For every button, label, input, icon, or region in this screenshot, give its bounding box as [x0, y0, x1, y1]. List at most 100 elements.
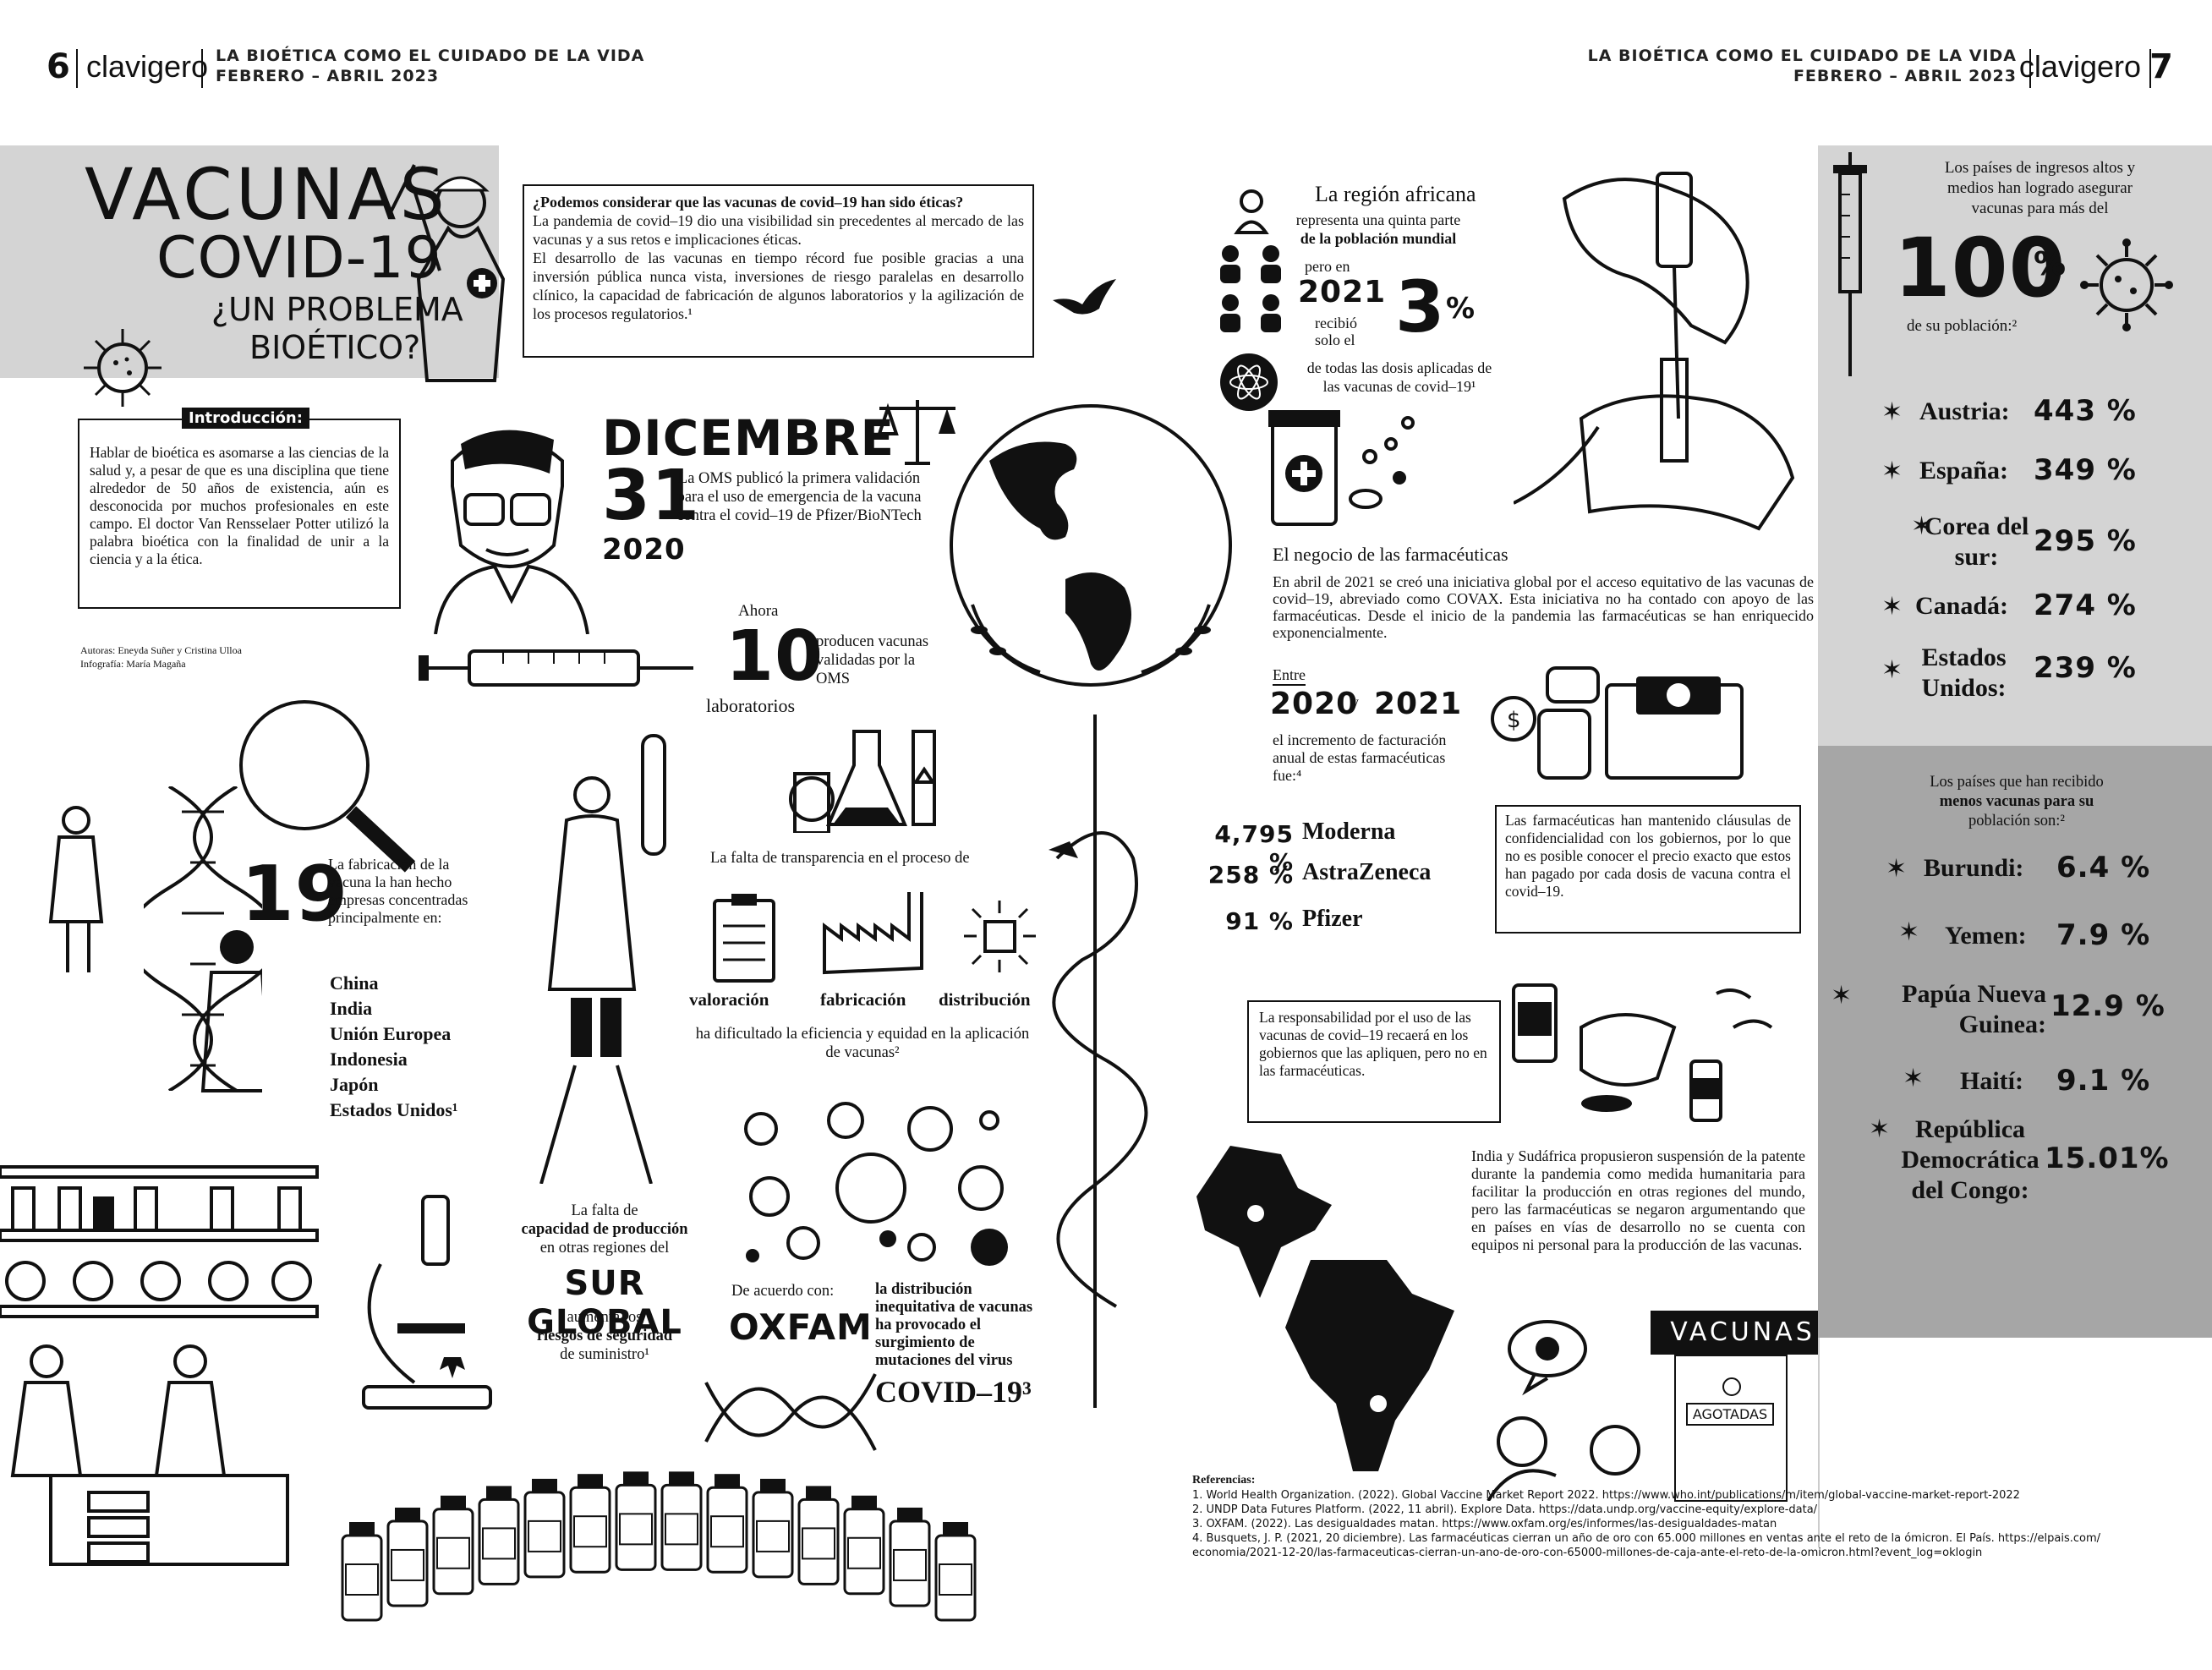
broken-vials-illustration [1512, 983, 1773, 1122]
microscope-illustration [362, 1195, 492, 1410]
high-country: Corea del sur: [1924, 512, 2029, 571]
low-country: Papúa Nueva Guinea: [1902, 980, 2046, 1038]
infografia-credit: Infografía: María Magaña [80, 658, 186, 670]
viruses-illustration [744, 1102, 1008, 1266]
title-background [0, 145, 499, 378]
responsibility-box: La responsabilidad por el uso de las vac… [1247, 1000, 1501, 1123]
scientists-illustration [48, 806, 262, 1092]
clipboard-icon [713, 894, 775, 983]
country-item: China [330, 972, 379, 994]
authors: Autoras: Eneyda Suñer y Cristina Ulloa [80, 644, 242, 656]
africa-line-4: las vacunas de covid–19¹ [1322, 378, 1476, 395]
company-name: Pfizer [1302, 906, 1363, 932]
sur-line-5: riesgos de seguridad [536, 1328, 673, 1344]
labs-ahora: Ahora [738, 602, 779, 620]
country-item: Estados Unidos¹ [330, 1099, 458, 1120]
low-line-2: menos vacunas para su [1939, 793, 2094, 810]
ethics-box: ¿Podemos considerar que las vacunas de c… [523, 184, 1034, 358]
high-pct: 349 % [2034, 453, 2137, 487]
star-icon: ✶ [1886, 855, 1908, 883]
sur-line-4: aumenta los [567, 1309, 643, 1326]
intro-label: Introducción: [182, 408, 309, 429]
high-big-sign: % [2034, 245, 2067, 282]
vaccine-bottles-row [334, 1463, 994, 1632]
vaccine-bottle [706, 1474, 748, 1574]
labs-number: 10 [725, 616, 824, 697]
labs-label: laboratorios [706, 695, 796, 716]
company-pct: 258 % [1207, 861, 1294, 889]
pharma-year-1: 2020 [1270, 687, 1359, 721]
people-icons [1220, 189, 1281, 411]
brand-right: clavigero [2018, 49, 2141, 84]
star-icon: ✶ [1903, 1065, 1925, 1092]
sur-line-3: en otras regiones del [539, 1240, 670, 1257]
running-date-left: FEBRERO – ABRIL 2023 [216, 67, 440, 85]
vaccine-bottle [797, 1486, 840, 1585]
vaccine-bottle [660, 1471, 703, 1571]
brand-left: clavigero [86, 49, 209, 84]
pharma-text: En abril de 2021 se creó una iniciativa … [1273, 573, 1814, 641]
vaccine-bottles [341, 1471, 977, 1622]
high-country: Austria: [1919, 397, 2010, 425]
intro-text: Hablar de bioética es asomarse a las cie… [90, 444, 389, 567]
africa-pero: pero en [1305, 258, 1350, 275]
vaccine-bottle [843, 1495, 885, 1596]
running-title-left: LA BIOÉTICA COMO EL CUIDADO DE LA VIDA [216, 47, 645, 65]
sidebar-high-background [1818, 145, 2212, 746]
december-year: 2020 [602, 533, 686, 567]
vaccine-bottle [386, 1507, 429, 1607]
africa-pct: 3 [1395, 266, 1446, 348]
title-line-1: VACUNAS [85, 153, 448, 236]
company-pct: 91 % [1225, 907, 1294, 935]
ethics-question: ¿Podemos considerar que las vacunas de c… [533, 194, 964, 211]
low-pct: 7.9 % [2056, 918, 2151, 952]
virus-icon [84, 329, 162, 407]
low-pct: 15.01% [2045, 1142, 2170, 1175]
india-text: India y Sudáfrica propusieron suspensión… [1471, 1147, 1805, 1253]
company-name: AstraZeneca [1302, 859, 1432, 885]
low-line-3: población son:² [1968, 813, 2065, 830]
syringe-icon [419, 649, 693, 687]
december-text: La OMS publicó la primera validación par… [676, 470, 922, 524]
title-line-4: BIOÉTICO? [249, 329, 421, 366]
labs-text: producen vacunas validadas por la OMS [816, 633, 929, 687]
star-icon: ✶ [1881, 656, 1903, 684]
star-icon: ✶ [1898, 918, 1920, 946]
high-big-number: 100 [1894, 221, 2067, 315]
flasks-icon [789, 730, 936, 833]
high-line-3: vacunas para más del [1971, 200, 2109, 217]
country-item: Unión Europea [330, 1023, 452, 1044]
vaccine-bottle [889, 1507, 931, 1607]
vaccine-bottle [615, 1471, 657, 1571]
low-pct: 6.4 % [2056, 851, 2151, 884]
africa-solo: solo el [1315, 331, 1355, 348]
sign-agotadas: AGOTADAS [1686, 1403, 1774, 1426]
page-number-right: 7 [2149, 47, 2173, 86]
scale-icon [877, 400, 955, 465]
star-icon: ✶ [1869, 1115, 1891, 1143]
title-line-2: COVID-19 [156, 225, 442, 292]
star-icon: ✶ [1831, 982, 1853, 1010]
star-icon: ✶ [1911, 512, 1933, 540]
lab-workers-illustration [10, 1344, 289, 1566]
syringe-vertical-icon [1833, 152, 1867, 376]
high-country: Estados Unidos: [1921, 643, 2007, 702]
pharma-year-2: 2021 [1374, 687, 1463, 721]
reference-item: 2. UNDP Data Futures Platform. (2022, 11… [1192, 1503, 1818, 1516]
reference-item: 1. World Health Organization. (2022). Gl… [1192, 1489, 2020, 1502]
sidebar-bottom-background [1818, 1338, 2212, 1547]
vaccine-bottle [432, 1495, 474, 1596]
star-icon: ✶ [1881, 457, 1903, 485]
africa-line-3: de todas las dosis aplicadas de [1306, 359, 1492, 376]
africa-year: 2021 [1298, 275, 1387, 309]
oxfam-name: OXFAM [729, 1306, 873, 1348]
companies-number: 19 [241, 850, 349, 939]
transparency-after: ha dificultado la eficiencia y equidad e… [695, 1026, 1030, 1061]
reference-item: 4. Busquets, J. P. (2021, 20 diciembre).… [1192, 1532, 2101, 1545]
company-name: Moderna [1302, 819, 1396, 845]
vacunas-sign: VACUNAS [1651, 1311, 1835, 1355]
high-pct: 443 % [2034, 394, 2137, 428]
low-country: Haití: [1960, 1067, 2023, 1095]
pharma-entre: Entre [1273, 666, 1306, 686]
low-country: Burundi: [1924, 854, 2024, 882]
